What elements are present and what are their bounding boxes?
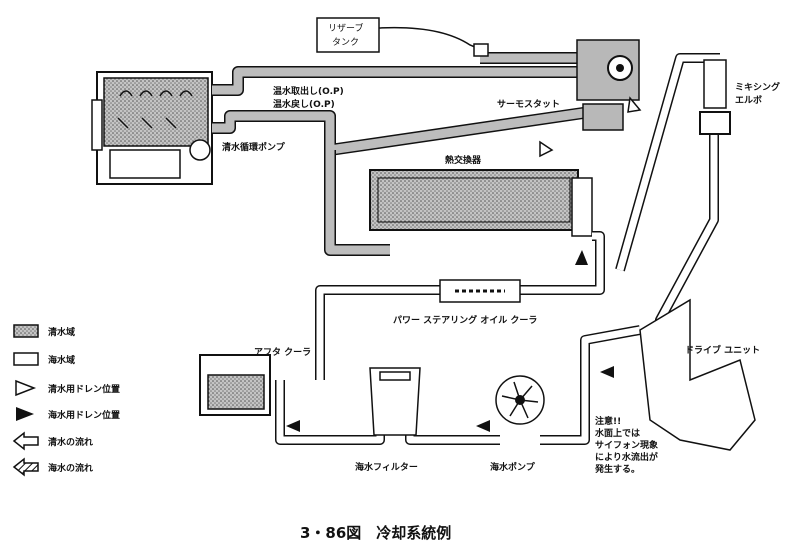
caution-line-4: により水流出が (595, 451, 659, 463)
reserve-tank-label-2: タンク (332, 37, 359, 48)
heat-exchanger (369, 169, 593, 237)
seawater-pump (495, 375, 545, 425)
aftercooler-label: アフタ クーラ (254, 346, 311, 358)
thermostat-manifold (576, 39, 640, 131)
legend: 清水域 海水域 清水用ドレン位置 海水用ドレン位置 清水の流れ 海水の流れ (12, 324, 120, 477)
hot-water-return-label: 温水戻し(O.P) (273, 98, 335, 110)
legend-sea-flow-label: 海水の流れ (48, 462, 93, 474)
legend-sea-drain-icon (16, 407, 34, 421)
seawater-filter (369, 367, 421, 436)
fresh-water-pump-label: 清水循環ポンプ (222, 141, 286, 153)
oil-cooler-label: パワー ステアリング オイル クーラ (393, 314, 537, 326)
hot-water-outlet-label: 温水取出し(O.P) (273, 85, 344, 97)
legend-fresh-drain-label: 清水用ドレン位置 (48, 383, 120, 395)
legend-sea-drain-label: 海水用ドレン位置 (48, 409, 120, 421)
legend-fresh-zone-label: 清水域 (48, 326, 75, 338)
caution-line-1: 注意!! (595, 415, 621, 427)
caution-line-5: 発生する。 (594, 463, 640, 475)
aftercooler (199, 354, 271, 416)
thermostat-label: サーモスタット (497, 98, 560, 110)
mixing-elbow (699, 59, 731, 135)
reserve-tank-label-1: リザーブ (328, 22, 363, 34)
seawater-filter-label: 海水フィルター (355, 461, 418, 473)
legend-fresh-flow-label: 清水の流れ (48, 436, 93, 448)
mixing-elbow-label-2: エルボ (735, 94, 762, 106)
legend-sea-flow-icon (12, 457, 39, 477)
figure-caption: 3・86図 冷却系統例 (300, 524, 451, 542)
caution-line-2: 水面上では (595, 427, 640, 439)
power-steering-oil-cooler (439, 279, 521, 303)
legend-fresh-zone-swatch (13, 324, 39, 338)
legend-sea-zone-label: 海水域 (48, 354, 75, 366)
drive-unit (639, 298, 756, 451)
reserve-tank: リザーブ タンク (316, 17, 489, 57)
heat-exchanger-label: 熱交換器 (445, 154, 482, 166)
drain-markers (286, 96, 642, 432)
drive-unit-label: ドライブ ユニット (685, 344, 760, 356)
seawater-pump-label: 海水ポンプ (490, 461, 536, 473)
caution-note: 注意!! 水面上では サイフォン現象 により水流出が 発生する。 (594, 415, 659, 475)
legend-sea-zone-swatch (13, 352, 39, 366)
engine (91, 71, 213, 185)
legend-fresh-flow-icon (12, 431, 39, 451)
legend-fresh-drain-icon (15, 379, 37, 397)
caution-line-3: サイフォン現象 (595, 439, 658, 451)
mixing-elbow-label-1: ミキシング (735, 81, 780, 93)
